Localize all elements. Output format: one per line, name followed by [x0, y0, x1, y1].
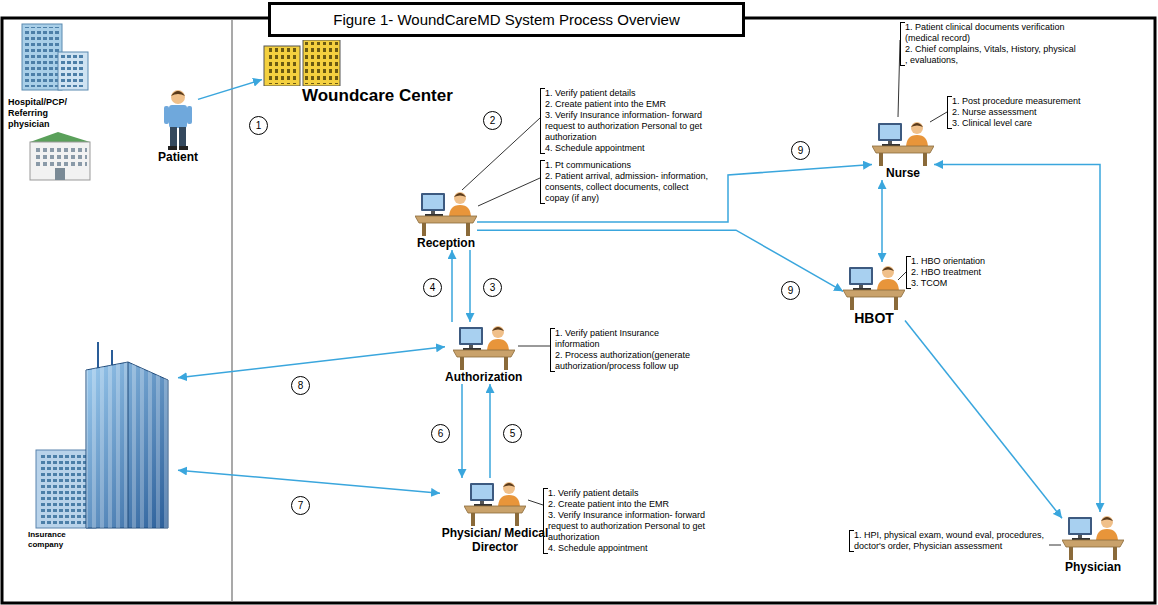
- bracket-note: 1. HPI, physical exam, wound eval, proce…: [854, 530, 1049, 552]
- patient-figure: Patient: [158, 88, 198, 164]
- note-line: 1. HBO orientation: [911, 256, 1011, 267]
- callout-number: 7: [291, 496, 310, 515]
- bracket-note: 1. Verify patient details2. Create patie…: [545, 88, 715, 154]
- node-label: Woundcare Center: [302, 86, 453, 106]
- node-label: Patient: [158, 150, 198, 164]
- clinic-building: [30, 132, 90, 180]
- node-label: Physician/ Medical Director: [440, 526, 550, 554]
- person-icon: [1062, 512, 1124, 560]
- callout-number: 4: [423, 278, 442, 297]
- callout-number: 5: [503, 424, 522, 443]
- note-line: 4. Schedule appointment: [548, 543, 713, 554]
- note-line: 2. Process authorization(generate author…: [555, 350, 705, 372]
- staff-desk: Physician/ Medical Director: [440, 478, 550, 554]
- note-line: 1. Patient clinical documents verificati…: [905, 22, 1080, 44]
- flow-arrow: [198, 80, 262, 100]
- callout-number: 8: [291, 376, 310, 395]
- note-line: 2. HBO treatment: [911, 267, 1011, 278]
- person-icon: [872, 118, 934, 166]
- note-line: 2. Chief complains, Vitals, History, phy…: [905, 44, 1080, 66]
- flow-arrow: [178, 347, 445, 378]
- node-label: Nurse: [872, 166, 934, 180]
- staff-desk: Reception: [415, 188, 477, 250]
- bracket-note: 1. Pt communications2. Patient arrival, …: [545, 160, 715, 204]
- callout-number: 9: [791, 141, 810, 160]
- bracket-note: 1. HBO orientation2. HBO treatment3. TCO…: [911, 256, 1011, 289]
- flow-arrow: [461, 384, 463, 478]
- wc-icon: [262, 40, 342, 86]
- woundcare-center: Woundcare Center: [262, 40, 453, 106]
- note-line: 2. Create patient into the EMR: [545, 99, 715, 110]
- note-line: 1. Verify patient Insurance information: [555, 328, 705, 350]
- bracket-note: 1. Verify patient Insurance information2…: [555, 328, 705, 372]
- node-label: HBOT: [843, 310, 905, 327]
- person-icon: [464, 478, 526, 526]
- flow-arrow: [451, 250, 453, 322]
- flow-arrow: [178, 470, 440, 493]
- figure-title: Figure 1- WoundCareMD System Process Ove…: [268, 2, 745, 37]
- person-icon: [415, 188, 477, 236]
- flow-arrow: [934, 165, 1100, 513]
- bracket-note: 1. Patient clinical documents verificati…: [905, 22, 1080, 66]
- node-label: Reception: [415, 236, 477, 250]
- hospital-building: [22, 24, 88, 90]
- note-line: 3. Clinical level care: [952, 118, 1082, 129]
- note-line: 3. Verify Insurance information- forward…: [548, 510, 713, 543]
- callout-number: 9: [781, 281, 800, 300]
- staff-desk: Authorization: [445, 322, 522, 384]
- note-line: 2. Nurse assessment: [952, 107, 1082, 118]
- callout-number: 6: [431, 424, 450, 443]
- divider-line: [231, 20, 233, 602]
- flow-arrow: [905, 321, 1062, 519]
- callout-number: 1: [249, 116, 268, 135]
- ins-icon: [28, 340, 178, 530]
- note-line: 1. Verify patient details: [548, 488, 713, 499]
- bracket-note: 1. Post procedure measurement2. Nurse as…: [952, 96, 1082, 129]
- callout-number: 2: [483, 111, 502, 130]
- note-line: 1. Post procedure measurement: [952, 96, 1082, 107]
- node-label: Insurance company: [28, 530, 88, 550]
- figure-frame: [2, 18, 1155, 603]
- source-label: Hospital/PCP/ Referring physician: [8, 97, 83, 130]
- note-line: 4. Schedule appointment: [545, 143, 715, 154]
- insurance-company: Insurance company: [28, 340, 178, 550]
- staff-desk: Nurse: [872, 118, 934, 180]
- callout-number: 3: [483, 278, 502, 297]
- node-label: Physician: [1062, 560, 1124, 574]
- staff-desk: Physician: [1062, 512, 1124, 574]
- flow-arrow: [881, 180, 883, 262]
- note-line: 2. Create patient into the EMR: [548, 499, 713, 510]
- flow-arrow: [477, 165, 872, 223]
- note-line: 3. TCOM: [911, 278, 1011, 289]
- node-label: Authorization: [445, 370, 522, 384]
- flow-arrow: [489, 384, 491, 478]
- staff-desk: HBOT: [843, 262, 905, 327]
- note-line: 1. HPI, physical exam, wound eval, proce…: [854, 530, 1049, 552]
- note-line: 3. Verify Insurance information- forward…: [545, 110, 715, 143]
- note-line: 1. Verify patient details: [545, 88, 715, 99]
- bracket-note: 1. Verify patient details2. Create patie…: [548, 488, 713, 554]
- person-icon: [453, 322, 515, 370]
- patient-icon: [158, 88, 198, 150]
- flow-arrow: [469, 250, 471, 322]
- person-icon: [843, 262, 905, 310]
- note-line: 1. Pt communications: [545, 160, 715, 171]
- note-line: 2. Patient arrival, admission- informati…: [545, 171, 715, 204]
